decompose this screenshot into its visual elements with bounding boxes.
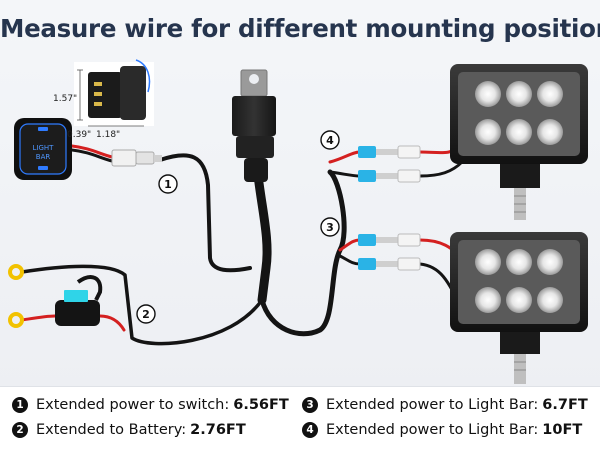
switch-harness-wire (158, 153, 252, 273)
upper-bullet-connectors (358, 145, 421, 183)
legend-num-2: 2 (12, 422, 28, 438)
callout-4: 4 (320, 130, 340, 150)
lower-lamp-wire-black (338, 254, 362, 266)
dimension-height-label: 1.57" (53, 94, 77, 104)
switch-indicator-bottom (38, 166, 48, 170)
svg-text:3: 3 (326, 221, 334, 234)
relay (232, 69, 276, 182)
legend-item-4: 4 Extended power to Light Bar: 10FT (302, 422, 582, 438)
callout-3: 3 (320, 217, 340, 237)
legend-item-1: 1 Extended power to switch: 6.56FT (12, 397, 289, 413)
callout-1: 1 (158, 174, 178, 194)
rocker-switch: LIGHT BAR (14, 118, 72, 180)
wire-length-legend: 1 Extended power to switch: 6.56FT 2 Ext… (0, 386, 600, 450)
inline-fuse-holder (55, 275, 103, 326)
legend-value-1: 6.56FT (233, 397, 289, 413)
dimension-depth-label: 0.39" (67, 130, 91, 140)
switch-dimension-inset: 1.57" 0.39" 1.18" (53, 59, 154, 140)
svg-text:4: 4 (326, 134, 334, 147)
led-light-pod-upper (450, 64, 588, 220)
ring-terminal-positive (8, 312, 24, 328)
relay-main-wire (253, 170, 272, 305)
page-title: Measure wire for different mounting posi… (0, 14, 600, 43)
legend-text-4: Extended power to Light Bar: (326, 422, 539, 438)
legend-text-3: Extended power to Light Bar: (326, 397, 539, 413)
switch-label-bottom: BAR (36, 153, 51, 161)
switch-rotate-arrow-icon (135, 59, 151, 93)
legend-value-3: 6.7FT (542, 397, 588, 413)
legend-item-2: 2 Extended to Battery: 2.76FT (12, 422, 246, 438)
lower-bullet-connectors (358, 233, 421, 271)
legend-text-1: Extended power to switch: (36, 397, 230, 413)
switch-connector (111, 149, 162, 167)
battery-negative-wire (20, 264, 264, 346)
legend-value-2: 2.76FT (190, 422, 246, 438)
led-array-lower (475, 249, 563, 313)
led-light-pod-lower (450, 232, 588, 384)
switch-indicator-top (38, 127, 48, 131)
ring-terminal-negative (8, 264, 24, 280)
fuse-blade (64, 290, 88, 302)
svg-text:1: 1 (164, 178, 172, 191)
legend-item-3: 3 Extended power to Light Bar: 6.7FT (302, 397, 588, 413)
legend-num-1: 1 (12, 397, 28, 413)
led-array-upper (475, 81, 563, 145)
legend-num-3: 3 (302, 397, 318, 413)
legend-num-4: 4 (302, 422, 318, 438)
dimension-width-label: 1.18" (96, 130, 120, 140)
switch-label-top: LIGHT (33, 144, 55, 152)
callout-2: 2 (136, 304, 156, 324)
upper-lamp-wire-red (328, 150, 362, 164)
trunk-wire (259, 169, 347, 337)
legend-text-2: Extended to Battery: (36, 422, 187, 438)
svg-text:2: 2 (142, 308, 150, 321)
legend-value-4: 10FT (542, 422, 583, 438)
battery-positive-wire (20, 314, 57, 322)
switch-lead-wire (70, 144, 114, 159)
